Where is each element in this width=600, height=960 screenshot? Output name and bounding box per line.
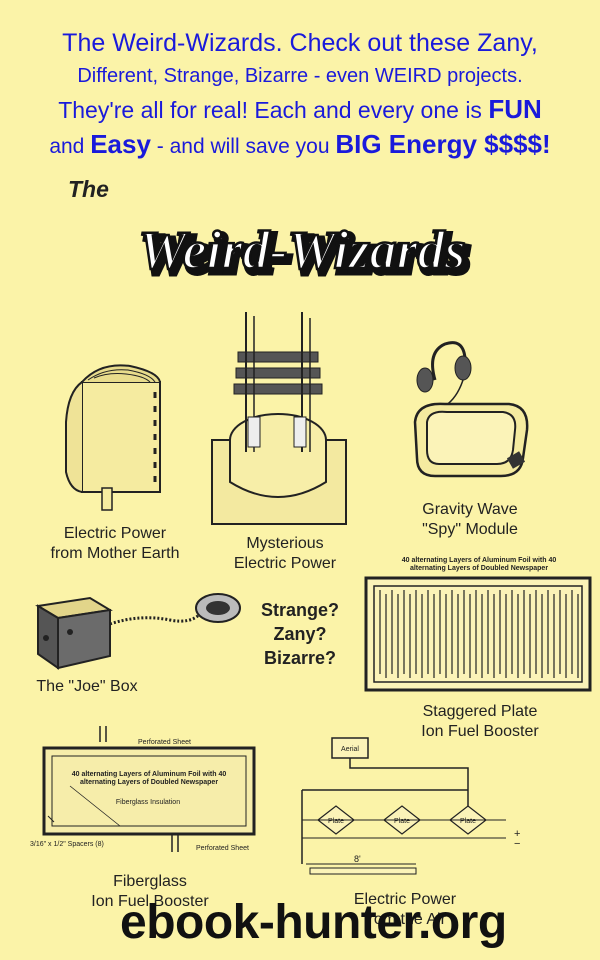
staggered-caption-line-2: Ion Fuel Booster <box>421 723 539 740</box>
air-caption-line-1: Electric Power <box>353 891 457 908</box>
plus-label: + <box>514 828 520 840</box>
gravity-caption-line-1: Gravity Wave <box>422 501 518 518</box>
earth-caption-line-2: from Mother Earth <box>50 545 180 562</box>
logo-shadow: Weird-Wizards <box>142 224 469 284</box>
logo-the: The <box>68 176 109 202</box>
mysterious-power-illustration <box>211 312 347 525</box>
headline-line-1: The Weird-Wizards. Check out these Zany, <box>62 29 538 57</box>
perforated-bottom-label: Perforated Sheet <box>196 845 249 852</box>
question-strange: Strange? <box>260 600 339 620</box>
fiberglass-caption-line-1: Fiberglass <box>113 873 187 890</box>
fiberglass-caption-line-2: Ion Fuel Booster <box>91 893 209 910</box>
fiberglass-layers-line-2: alternating Layers of Doubled Newspaper <box>80 779 218 786</box>
staggered-caption-line-1: Staggered Plate <box>422 703 538 720</box>
weird-wizards-logo: Weird-Wizards Weird-Wizards <box>137 219 473 288</box>
headline-line-4-b: - and will save you <box>150 135 336 158</box>
staggered-plate-illustration: 40 alternating Layers of Aluminum Foil w… <box>364 557 592 692</box>
mysterious-caption-line-1: Mysterious <box>246 535 324 552</box>
headline-big-energy: BIG Energy $$$$! <box>335 129 551 159</box>
air-caption-line-2: from the Air <box>364 911 446 928</box>
minus-label: − <box>514 838 520 850</box>
headline-line-4-a: and <box>49 135 91 158</box>
air-power-caption: Electric Power from the Air <box>340 890 470 930</box>
headline-line-3: They're all for real! Each and every one… <box>8 92 592 127</box>
headline-easy: Easy <box>90 129 151 159</box>
distance-label: 8' <box>354 854 361 864</box>
headline-fun: FUN <box>488 94 542 124</box>
plate-label-3: Plate <box>460 818 476 825</box>
headline: The Weird-Wizards. Check out these Zany,… <box>8 26 592 164</box>
fiberglass-booster-caption: Fiberglass Ion Fuel Booster <box>80 872 220 912</box>
earth-caption-line-1: Electric Power <box>63 525 167 542</box>
question-zany: Zany? <box>273 624 327 644</box>
spacers-label: 3/16" x 1/2" Spacers (8) <box>30 841 104 848</box>
perforated-top-label: Perforated Sheet <box>138 739 191 746</box>
joe-caption-line-1: The "Joe" Box <box>36 678 138 695</box>
questions-block: Strange? Zany? Bizarre? <box>240 598 360 670</box>
logo-text: Weird-Wizards <box>138 220 465 280</box>
earth-power-illustration <box>65 364 161 511</box>
mysterious-power-caption: Mysterious Electric Power <box>210 534 360 574</box>
fiberglass-layers-line-1: 40 alternating Layers of Aluminum Foil w… <box>72 771 227 778</box>
headline-line-4: and Easy - and will save you BIG Energy … <box>8 127 592 164</box>
aerial-label: Aerial <box>341 746 359 753</box>
plate-label-1: Plate <box>328 818 344 825</box>
gravity-wave-illustration <box>413 341 529 478</box>
headline-line-3-text: They're all for real! Each and every one… <box>58 97 489 123</box>
joe-box-caption: The "Joe" Box <box>22 677 152 697</box>
fiberglass-insulation-label: Fiberglass Insulation <box>116 799 180 806</box>
staggered-plate-caption: Staggered Plate Ion Fuel Booster <box>390 702 570 742</box>
question-bizarre: Bizarre? <box>263 648 337 668</box>
plate-label-2: Plate <box>394 818 410 825</box>
gravity-wave-caption: Gravity Wave "Spy" Module <box>400 500 540 540</box>
joe-box-illustration <box>35 593 241 670</box>
headline-line-2: Different, Strange, Bizarre - even WEIRD… <box>77 65 523 87</box>
staggered-label-line-1: 40 alternating Layers of Aluminum Foil w… <box>402 557 557 564</box>
air-power-illustration: Aerial Plate Plate Plate + − 8' <box>301 737 520 875</box>
gravity-caption-line-2: "Spy" Module <box>422 521 518 538</box>
earth-power-caption: Electric Power from Mother Earth <box>30 524 200 564</box>
mysterious-caption-line-2: Electric Power <box>233 555 337 572</box>
fiberglass-booster-illustration: Perforated Sheet 40 alternating Layers o… <box>30 726 256 852</box>
watermark: ebook-hunter.org <box>120 896 507 949</box>
staggered-label-line-2: alternating Layers of Doubled Newspaper <box>410 565 548 572</box>
